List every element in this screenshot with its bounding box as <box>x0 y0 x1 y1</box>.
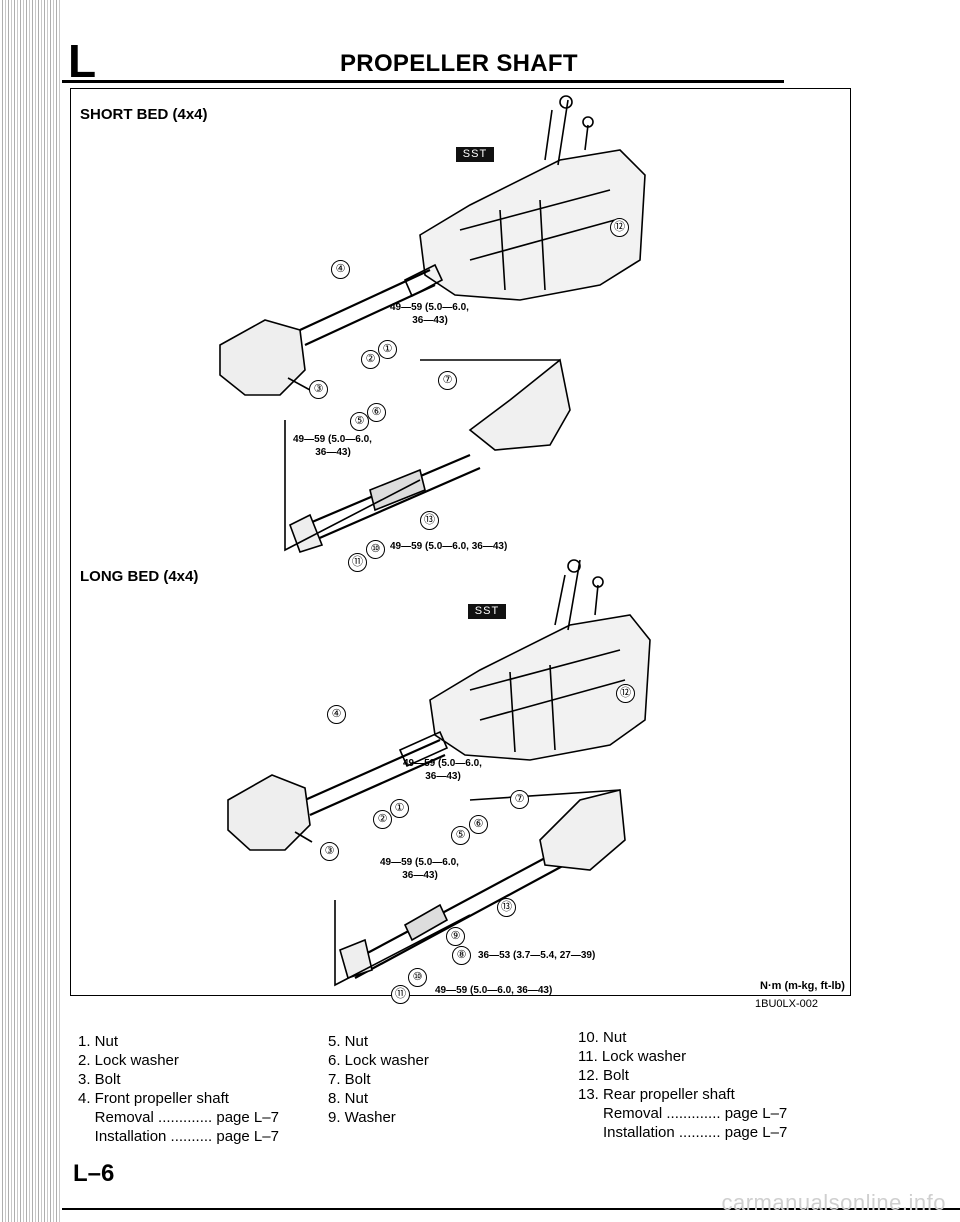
legend-column-3: 10. Nut 11. Lock washer 12. Bolt 13. Rea… <box>578 1028 787 1142</box>
callout-12: ⑫ <box>616 684 635 703</box>
legend-item: 12. Bolt <box>578 1067 629 1084</box>
section-letter: L <box>68 35 97 87</box>
sst-badge-short: SST <box>456 147 494 162</box>
legend-item: Removal ............. page L–7 <box>578 1105 788 1122</box>
short-bed-label: SHORT BED (4x4) <box>80 106 208 123</box>
callout-6: ⑥ <box>367 403 386 422</box>
figure-code: 1BU0LX-002 <box>755 998 818 1010</box>
callout-11: ⑪ <box>348 553 367 572</box>
callout-4: ④ <box>331 260 350 279</box>
callout-5: ⑤ <box>350 412 369 431</box>
legend-item: 1. Nut <box>78 1033 119 1050</box>
callout-7: ⑦ <box>510 790 529 809</box>
watermark: carmanualsonline.info <box>721 1190 946 1215</box>
callout-11: ⑪ <box>391 985 410 1004</box>
torque-spec: 49—59 (5.0—6.0, 36—43) <box>390 302 469 326</box>
callout-2: ② <box>361 350 380 369</box>
legend-column-1: 1. Nut 2. Lock washer 3. Bolt 4. Front p… <box>78 1032 279 1146</box>
legend-item: 2. Lock washer <box>78 1052 179 1069</box>
callout-4: ④ <box>327 705 346 724</box>
callout-3: ③ <box>309 380 328 399</box>
legend-item: Installation .......... page L–7 <box>78 1128 279 1145</box>
units-note: N·m (m-kg, ft-lb) <box>760 980 845 992</box>
callout-2: ② <box>373 810 392 829</box>
torque-spec: 36—53 (3.7—5.4, 27—39) <box>478 950 596 961</box>
callout-12: ⑫ <box>610 218 629 237</box>
legend-column-2: 5. Nut 6. Lock washer 7. Bolt 8. Nut 9. … <box>328 1032 429 1127</box>
legend-item: 13. Rear propeller shaft <box>578 1086 735 1103</box>
callout-6: ⑥ <box>469 815 488 834</box>
long-bed-label: LONG BED (4x4) <box>80 568 199 585</box>
callout-5: ⑤ <box>451 826 470 845</box>
legend-item: 8. Nut <box>328 1090 369 1107</box>
callout-13: ⑬ <box>497 898 516 917</box>
callout-13: ⑬ <box>420 511 439 530</box>
torque-spec: 49—59 (5.0—6.0, 36—43) <box>390 541 508 552</box>
torque-spec: 49—59 (5.0—6.0, 36—43) <box>380 857 459 881</box>
legend-item: 11. Lock washer <box>578 1048 687 1065</box>
footer-rule <box>62 1208 960 1210</box>
header-rule <box>62 80 784 83</box>
legend-item: 3. Bolt <box>78 1071 121 1088</box>
scan-binding-edge <box>0 0 62 1222</box>
legend-item: 9. Washer <box>328 1109 396 1126</box>
legend-item: 4. Front propeller shaft <box>78 1090 229 1107</box>
legend-item: 6. Lock washer <box>328 1052 429 1069</box>
legend-item: Installation .......... page L–7 <box>578 1124 788 1141</box>
callout-3: ③ <box>320 842 339 861</box>
torque-spec: 49—59 (5.0—6.0, 36—43) <box>403 758 482 782</box>
legend-item: 10. Nut <box>578 1029 627 1046</box>
page-title: PROPELLER SHAFT <box>340 50 578 77</box>
torque-spec: 49—59 (5.0—6.0, 36—43) <box>293 434 372 458</box>
legend-item: 5. Nut <box>328 1033 369 1050</box>
legend-item: 7. Bolt <box>328 1071 371 1088</box>
figure-frame <box>70 88 851 996</box>
callout-10: ⑩ <box>408 968 427 987</box>
page-number: L–6 <box>73 1160 115 1187</box>
callout-10: ⑩ <box>366 540 385 559</box>
callout-7: ⑦ <box>438 371 457 390</box>
legend-item: Removal ............. page L–7 <box>78 1109 279 1126</box>
callout-1: ① <box>390 799 409 818</box>
sst-badge-long: SST <box>468 604 506 619</box>
torque-spec: 49—59 (5.0—6.0, 36—43) <box>435 985 553 996</box>
callout-9: ⑨ <box>446 927 465 946</box>
callout-1: ① <box>378 340 397 359</box>
callout-8: ⑧ <box>452 946 471 965</box>
